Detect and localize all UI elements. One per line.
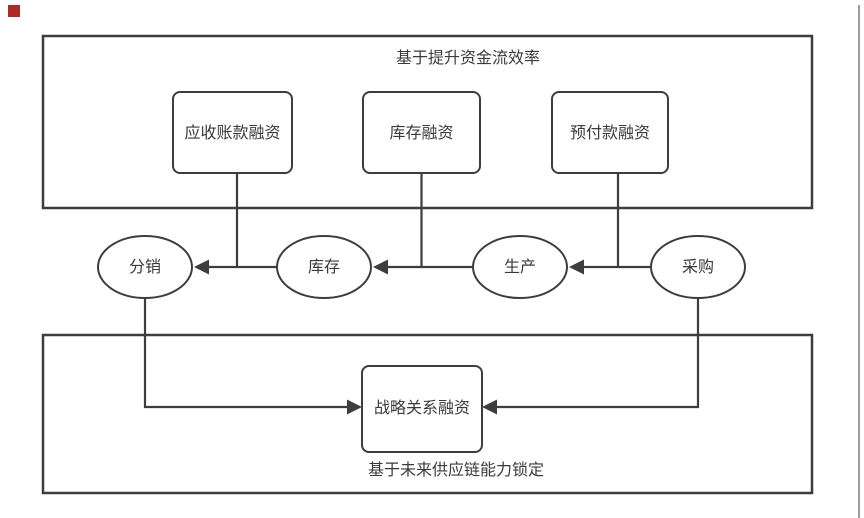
box-accounts-receivable-financing [172,91,293,174]
box-prepayment-financing-label: 预付款融资 [570,124,650,142]
process-chain: 分销 库存 生产 采购 [97,235,746,299]
arrow-left-icon [373,259,388,275]
box-inventory-financing-label: 库存融资 [389,124,453,142]
box-strategic-relationship-financing [361,365,483,453]
box-prepayment-financing [551,91,669,174]
connector-procurement-to-strategic [496,298,700,409]
box-accounts-receivable-financing-label: 应收账款融资 [184,123,280,142]
connector-distribution-to-strategic [143,298,348,409]
top-section-title: 基于提升资金流效率 [396,49,540,67]
arrow-left-icon [569,259,584,275]
arrow-right-icon [347,399,362,415]
node-inventory-label: 库存 [308,258,340,276]
node-production-label: 生产 [504,258,536,276]
node-procurement-label: 采购 [682,258,714,276]
bottom-container-box [41,333,814,495]
arrow-left-icon [482,399,497,415]
box-strategic-relationship-financing-label: 战略关系融资 [374,399,470,417]
top-container-box [41,34,814,210]
bottom-section: 基于未来供应链能力锁定 战略关系融资 [41,298,814,495]
top-section: 基于提升资金流效率 应收账款融资 库存融资 预付款融资 [41,34,814,210]
red-square-bullet-icon [8,5,20,17]
arrow-left-icon [194,259,209,275]
bottom-section-title: 基于未来供应链能力锁定 [368,460,544,479]
node-distribution-label: 分销 [129,258,161,276]
